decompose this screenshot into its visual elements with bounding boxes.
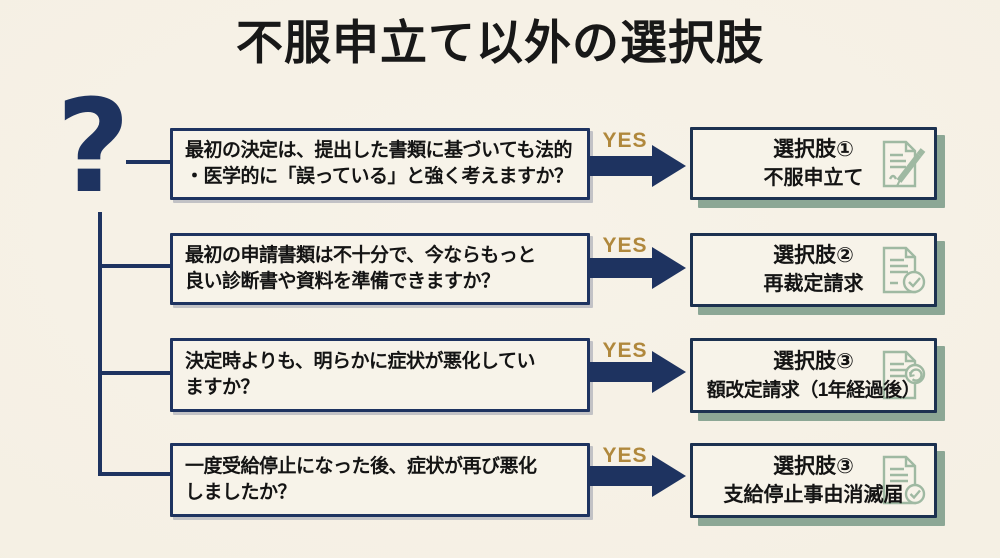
question-text: 良い診断書や資料を準備できますか？ — [185, 271, 500, 292]
connector-line-q2 — [98, 264, 170, 268]
question-box-4: 一度受給停止になった後、症状が再び悪化 しましたか？ — [170, 443, 590, 517]
answer-box-2: 選択肢② 再裁定請求 — [690, 233, 937, 307]
question-box-1: 最初の決定は、提出した書類に基づいても法的 ・医学的に「誤っている」と強く考えま… — [170, 128, 590, 200]
yes-label-2: YES — [602, 234, 648, 257]
document-pencil-icon — [875, 135, 929, 193]
question-text: 決定時よりも、明らかに症状が悪化してい — [185, 351, 535, 372]
page-title: 不服申立て以外の選択肢 — [236, 16, 764, 69]
question-mark: ? — [56, 73, 131, 222]
answer-text: 選択肢① 不服申立て — [763, 137, 864, 189]
connector-line-q1 — [126, 160, 170, 164]
arrow-head — [652, 145, 686, 187]
yes-arrow-1 — [588, 145, 686, 187]
arrow-shaft — [588, 156, 654, 176]
question-box-2: 最初の申請書類は不十分で、今ならもっと 良い診断書や資料を準備できますか？ — [170, 233, 590, 305]
question-box-3: 決定時よりも、明らかに症状が悪化してい ますか？ — [170, 338, 590, 412]
connector-line-q3 — [98, 371, 170, 375]
connector-line-q4 — [98, 472, 170, 476]
yes-arrow-2 — [588, 247, 686, 289]
question-text: 最初の申請書類は不十分で、今ならもっと — [185, 245, 536, 266]
arrow-shaft — [588, 466, 654, 486]
question-text: 最初の決定は、提出した書類に基づいても法的 — [185, 140, 572, 161]
yes-label-3: YES — [602, 339, 648, 362]
answer-box-3: 選択肢③ 額改定請求（1年経過後） — [690, 338, 937, 413]
answer-box-4: 選択肢③ 支給停止事由消滅届 — [690, 443, 937, 518]
answer-text: 選択肢③ 支給停止事由消滅届 — [723, 454, 904, 506]
question-text: ますか？ — [185, 377, 260, 398]
arrow-shaft — [588, 362, 654, 382]
answer-box-1: 選択肢① 不服申立て — [690, 127, 937, 200]
arrow-head — [652, 455, 686, 497]
question-text: 一度受給停止になった後、症状が再び悪化 — [185, 456, 537, 477]
answer-text: 選択肢② 再裁定請求 — [763, 244, 864, 295]
yes-arrow-4 — [588, 455, 686, 497]
yes-label-4: YES — [602, 444, 648, 467]
arrow-head — [652, 351, 686, 393]
yes-arrow-3 — [588, 351, 686, 393]
connector-line-vertical — [98, 212, 102, 476]
arrow-head — [652, 247, 686, 289]
answer-text: 選択肢③ 額改定請求（1年経過後） — [706, 349, 921, 401]
document-check-icon — [875, 452, 929, 510]
yes-label-1: YES — [602, 129, 648, 152]
document-check-icon — [875, 241, 929, 299]
question-text: しましたか？ — [185, 482, 297, 503]
document-refresh-icon — [875, 347, 929, 405]
arrow-shaft — [588, 258, 654, 278]
question-text: ・医学的に「誤っている」と強く考えますか？ — [185, 166, 573, 187]
